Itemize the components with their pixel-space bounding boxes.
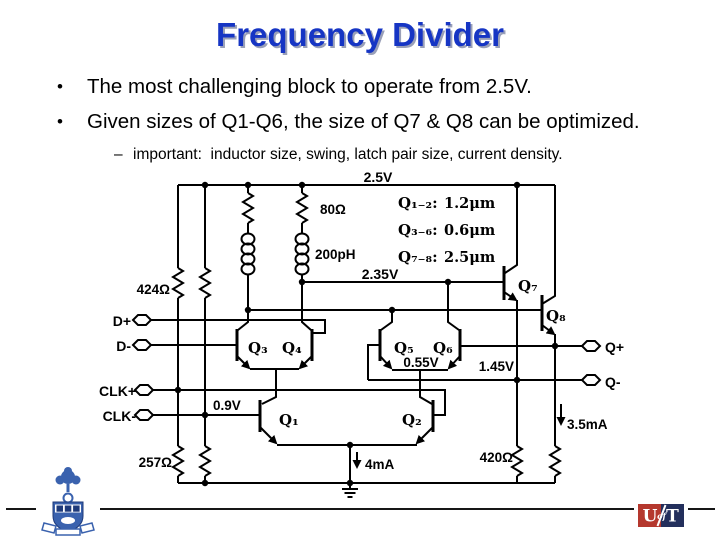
ut-logo-u: U (643, 507, 658, 527)
transistor-q7-label: Q₇ (518, 277, 538, 295)
output-dc-label: 1.45V (479, 359, 514, 374)
sub-bullet-text: important: inductor size, swing, latch p… (133, 146, 563, 163)
sub-bullet-dash: – (114, 146, 123, 163)
inductor-symbols (240, 232, 310, 276)
uoft-crest-logo (41, 467, 95, 536)
resistor-symbols (171, 192, 562, 477)
transistor-q8-label: Q₈ (546, 307, 566, 325)
clk-minus-label: CLK- (103, 408, 137, 424)
d-plus-label: D+ (113, 313, 131, 329)
clk-plus-label: CLK+ (99, 383, 136, 399)
page-title: Frequency Divider (216, 16, 504, 53)
transistor-symbols (235, 266, 556, 445)
size-row-name: Q₃₋₆: (398, 221, 438, 239)
load-resistor-label: 80Ω (320, 202, 346, 217)
size-row-value: 1.2μm (444, 195, 496, 212)
follower-resistor-label: 420Ω (480, 450, 514, 465)
port-d-minus (131, 339, 153, 351)
bullet-item: • The most challenging block to operate … (57, 75, 532, 99)
bias-resistor-bottom-label: 257Ω (139, 455, 173, 470)
port-terminals (131, 314, 602, 421)
size-row-name: Q₇₋₈: (398, 248, 438, 266)
ut-logo-u-box (638, 504, 661, 527)
transistor-q3-label: Q₃ (248, 339, 268, 357)
transistor-q6-label: Q₆ (433, 339, 453, 357)
tail-current-label: 4mA (365, 457, 395, 472)
bullet-text: The most challenging block to operate fr… (87, 75, 532, 98)
supply-label: 2.5V (364, 169, 393, 185)
latch-emitter-label: 0.55V (403, 355, 438, 370)
port-q-plus (580, 340, 602, 352)
port-clk-plus (133, 384, 155, 396)
port-q-minus (580, 374, 602, 386)
d-minus-label: D- (116, 338, 131, 354)
bullet-item: • Given sizes of Q1-Q6, the size of Q7 &… (57, 110, 640, 134)
bullet-dot: • (57, 77, 63, 96)
transistor-q4-label: Q₄ (282, 339, 302, 357)
cascode-node-label: 2.35V (362, 266, 399, 282)
q-minus-label: Q- (605, 374, 621, 390)
ut-logo-t-box (661, 504, 684, 527)
bullet-dot: • (57, 112, 63, 131)
junction-dots (174, 181, 559, 487)
bias-resistor-top-label: 424Ω (137, 282, 171, 297)
ut-logo: U T of (638, 504, 684, 527)
port-d-plus (131, 314, 153, 326)
transistor-q1-label: Q₁ (279, 411, 299, 429)
ut-logo-t: T (666, 507, 679, 527)
sub-bullet-item: – important: inductor size, swing, latch… (114, 146, 563, 164)
follower-current-label: 3.5mA (567, 417, 608, 432)
bullet-text: Given sizes of Q1-Q6, the size of Q7 & Q… (87, 110, 640, 133)
port-clk-minus (133, 409, 155, 421)
transistor-q2-label: Q₂ (402, 411, 422, 429)
circuit-wires (151, 184, 582, 484)
transistor-q5-label: Q₅ (394, 339, 414, 357)
clk-bias-label: 0.9V (213, 398, 241, 413)
size-row-value: 2.5μm (444, 249, 496, 266)
load-inductor-label: 200pH (315, 247, 356, 262)
circuit-labels: 2.5V 80Ω 200pH 2.35V 424Ω 257Ω 0.9V 0.55… (99, 169, 624, 472)
q-plus-label: Q+ (605, 339, 624, 355)
size-row-name: Q₁₋₂: (398, 194, 438, 212)
ut-logo-of: of (657, 511, 667, 521)
size-row-value: 0.6μm (444, 222, 496, 239)
